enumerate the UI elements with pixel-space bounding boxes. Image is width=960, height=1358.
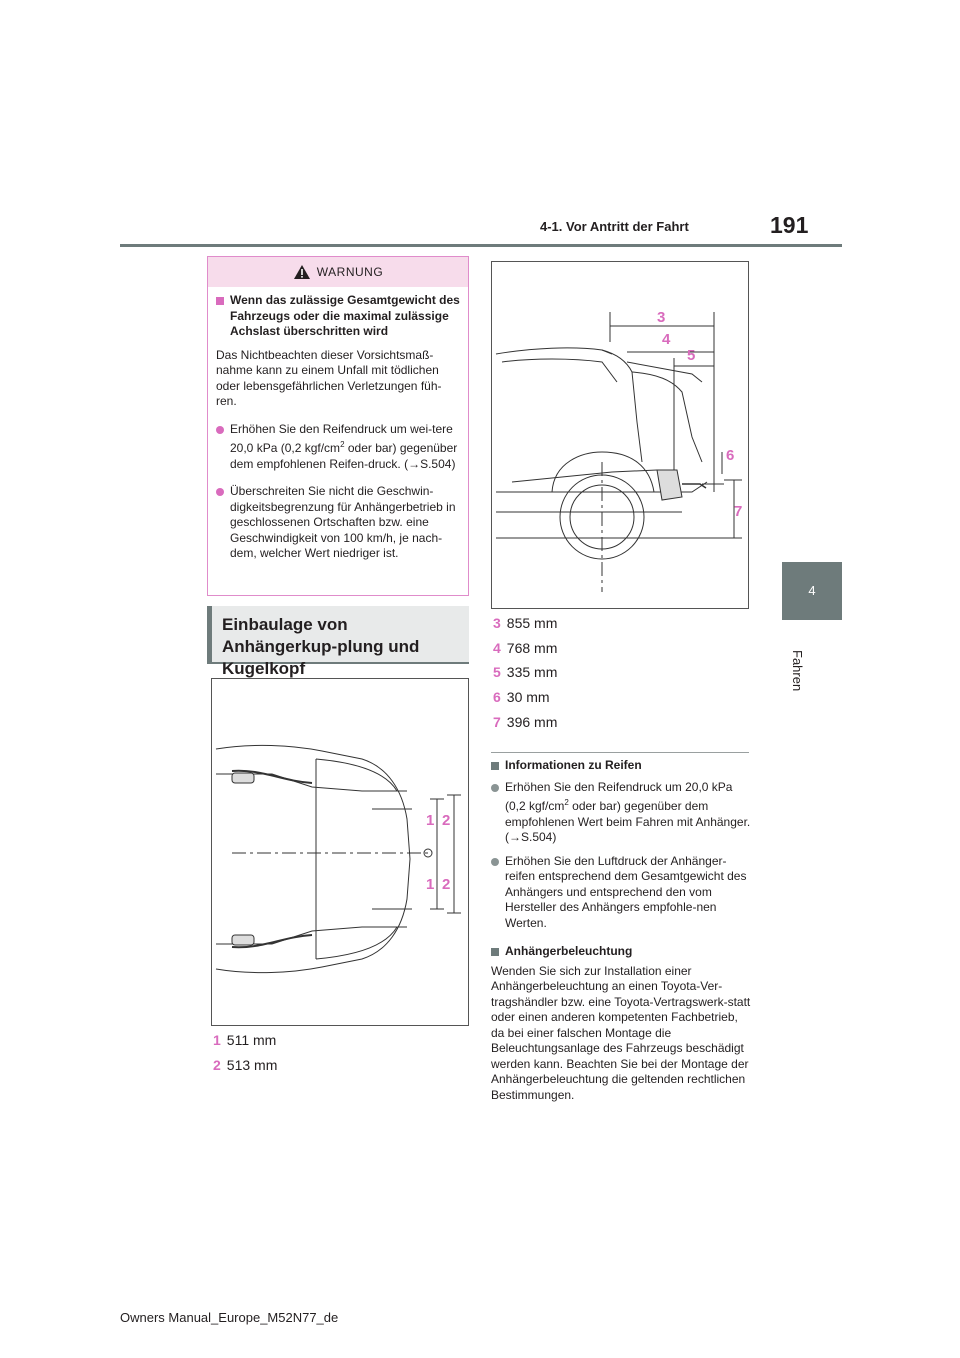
lights-section: Anhängerbeleuchtung Wenden Sie sich zur … [491,944,753,1103]
footer: Owners Manual_Europe_M52N77_de [120,1310,339,1325]
divider [491,752,749,753]
warning-triangle-icon [293,265,310,279]
warning-intro: Das Nichtbeachten dieser Vorsichtsmaß-na… [216,347,442,409]
square-bullet-icon [491,762,499,770]
section-heading: Einbaulage von Anhängerkup-plung und Kug… [207,606,469,678]
round-bullet-icon [491,783,499,792]
warning-bullet-1: Erhöhen Sie den Reifendruck um wei-tere … [230,421,458,471]
section-title: 4-1. Vor Antritt der Fahrt [540,219,689,234]
label-7: 7 [734,503,742,520]
label-2: 2 [442,876,450,893]
lights-body: Wenden Sie sich zur Installation einer A… [491,963,751,1102]
label-5: 5 [687,347,695,364]
page-number: 191 [770,212,809,238]
round-bullet-icon [491,857,499,866]
label-2: 2 [442,812,450,829]
chapter-label: Fahren [790,650,805,692]
warning-bullet-2: Überschreiten Sie nicht die Geschwin-dig… [230,484,456,560]
label-6: 6 [726,447,734,464]
top-view-figure: 1 2 1 2 [211,678,469,1026]
square-bullet-icon [216,297,224,305]
warning-header: WARNUNG [208,257,468,287]
square-bullet-icon [491,948,499,956]
label-1: 1 [426,876,434,893]
label-1: 1 [426,812,434,829]
tires-bullet-2: Erhöhen Sie den Luftdruck der Anhänger-r… [505,853,747,930]
warning-heading: Wenn das zulässige Gesamtgewicht des Fah… [230,293,460,338]
vehicle-top-view-drawing: 1 2 1 2 [215,744,461,974]
label-3: 3 [657,309,665,326]
tires-bullet-1: Erhöhen Sie den Reifendruck um 20,0 kPa … [505,779,751,845]
header-rule [120,244,842,247]
warning-title: WARNUNG [316,265,384,279]
tires-section: Informationen zu Reifen Erhöhen Sie den … [491,758,753,939]
round-bullet-icon [216,425,224,434]
side-view-figure: 3 4 5 6 7 [491,261,749,609]
warning-box: WARNUNG Wenn das zulässige Gesamtgewicht… [207,256,469,596]
vehicle-side-view-drawing: 3 4 5 6 7 [495,309,742,592]
tires-heading: Informationen zu Reifen [505,758,642,772]
chapter-tab: 4 [782,562,842,620]
round-bullet-icon [216,488,224,496]
label-4: 4 [662,331,671,348]
lights-heading: Anhängerbeleuchtung [505,944,633,958]
